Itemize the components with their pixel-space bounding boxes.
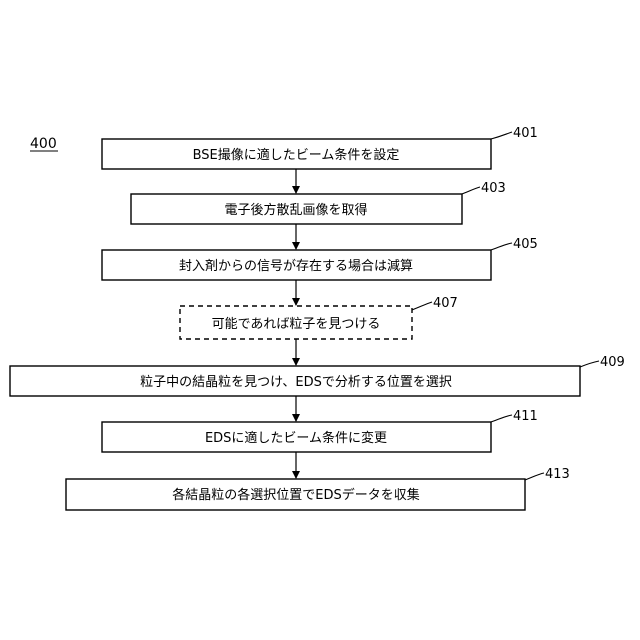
step-409: 粒子中の結晶粒を見つけ、EDSで分析する位置を選択 (10, 366, 580, 396)
ref-number: 405 (513, 237, 538, 252)
step-label: 封入剤からの信号が存在する場合は減算 (179, 258, 413, 274)
step-401: BSE撮像に適したビーム条件を設定 (102, 139, 491, 169)
ref-leader (412, 302, 432, 310)
step-407: 可能であれば粒子を見つける (180, 306, 412, 339)
step-405: 封入剤からの信号が存在する場合は減算 (102, 250, 491, 280)
ref-number: 401 (513, 126, 538, 141)
ref-number: 411 (513, 409, 538, 424)
ref-leader (580, 361, 599, 367)
step-label: 各結晶粒の各選択位置でEDSデータを収集 (172, 487, 419, 503)
step-label: 電子後方散乱画像を取得 (224, 202, 367, 218)
step-label: 粒子中の結晶粒を見つけ、EDSで分析する位置を選択 (140, 375, 452, 390)
ref-leader (491, 243, 512, 250)
ref-number: 409 (600, 355, 625, 370)
ref-number: 407 (433, 296, 458, 311)
step-label: EDSに適したビーム条件に変更 (205, 430, 387, 446)
step-label: BSE撮像に適したビーム条件を設定 (193, 147, 400, 163)
ref-number: 413 (545, 467, 570, 482)
ref-leader (525, 473, 544, 480)
ref-number: 403 (481, 181, 506, 196)
step-403: 電子後方散乱画像を取得 (131, 194, 462, 224)
ref-leader (491, 132, 512, 139)
figure-number: 400 (30, 136, 57, 152)
step-413: 各結晶粒の各選択位置でEDSデータを収集 (66, 479, 525, 510)
step-label: 可能であれば粒子を見つける (212, 317, 381, 332)
ref-leader (462, 187, 480, 194)
ref-leader (491, 415, 512, 422)
step-411: EDSに適したビーム条件に変更 (102, 422, 491, 452)
